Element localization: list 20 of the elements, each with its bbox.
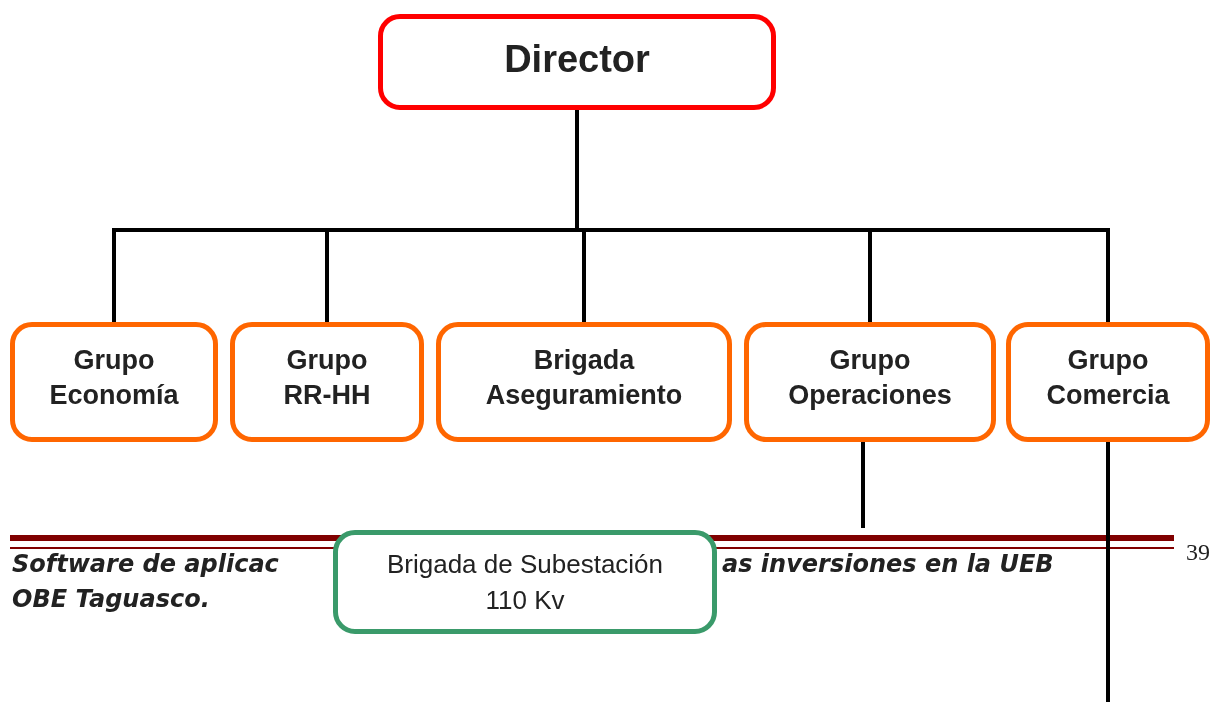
box-label: Director: [504, 37, 650, 82]
box-label: Brigada de Subestación 110 Kv: [385, 547, 665, 617]
box-label: Grupo Economía: [48, 344, 180, 413]
box-label: Brigada Aseguramiento: [484, 344, 684, 413]
box-label: Grupo Operaciones: [787, 344, 953, 413]
unit-box: [333, 530, 717, 634]
footer-text: OBE Taguasco.: [12, 587, 210, 611]
page-number: 39: [1186, 540, 1210, 564]
box-label: Grupo Comercia: [1045, 344, 1171, 413]
director-box: [378, 14, 776, 110]
unit-box: [436, 322, 732, 442]
footer-text: Software de aplicac: [12, 552, 279, 576]
box-label: Grupo RR-HH: [282, 344, 372, 413]
unit-box: [230, 322, 424, 442]
unit-box: [744, 322, 996, 442]
unit-box: [10, 322, 218, 442]
footer-text: as inversiones en la UEB: [722, 552, 1054, 576]
unit-box: [1006, 322, 1210, 442]
connector-line: [1106, 442, 1110, 702]
connector-line: [861, 442, 865, 528]
